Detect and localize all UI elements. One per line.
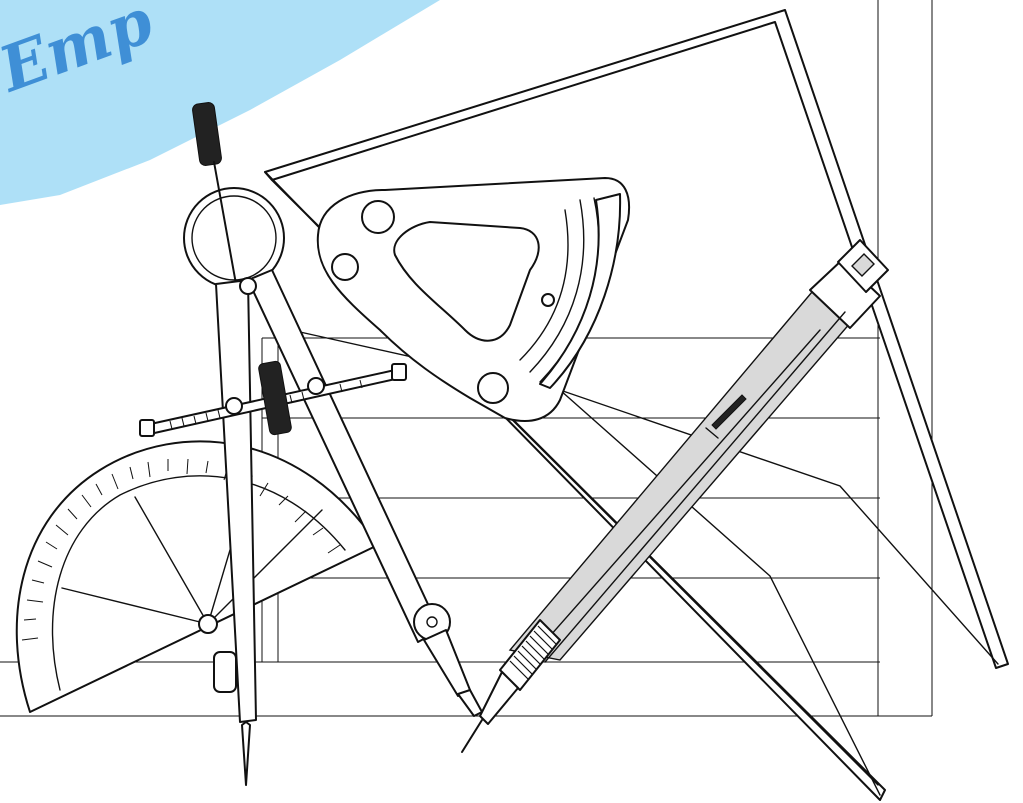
lettering-template (316, 177, 630, 422)
mechanical-pencil (461, 239, 889, 753)
banner: Emp (0, 0, 440, 205)
set-square (264, 9, 1009, 801)
compass (139, 102, 483, 786)
protractor (15, 440, 379, 713)
banner-ribbon (0, 0, 440, 205)
